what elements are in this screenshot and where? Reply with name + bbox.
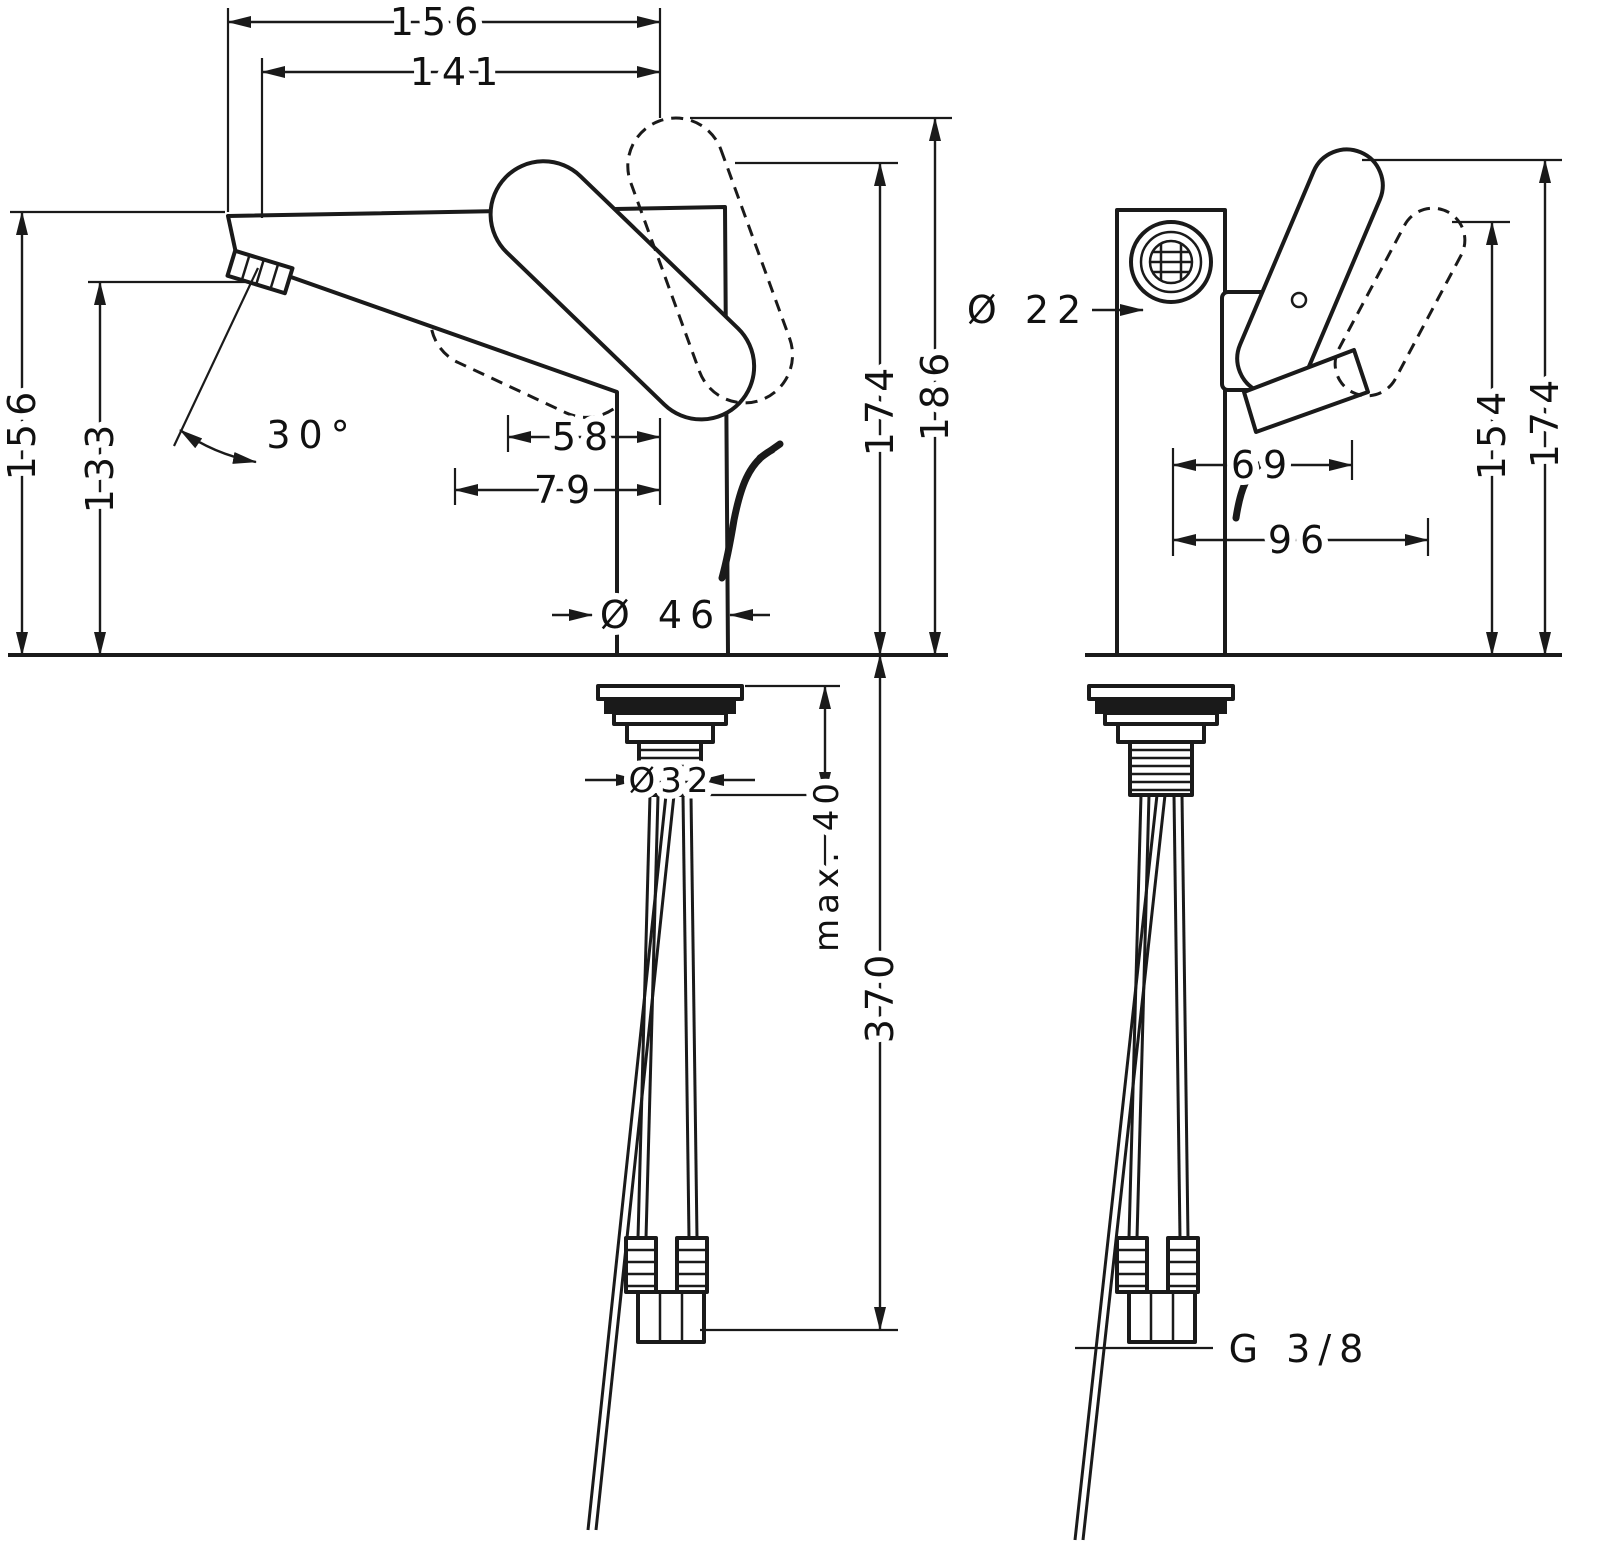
dim-label-height-174-side: 174 (858, 360, 902, 457)
side-view-underdeck (586, 684, 744, 1531)
dim-label-handle-offset: 69 (1231, 443, 1295, 487)
mounting-neck-front (1116, 722, 1206, 744)
gasket (604, 698, 736, 714)
dim-label-height-left: 156 (0, 384, 44, 481)
dim-label-connection-thread: G 3/8 (1229, 1327, 1372, 1371)
mounting-flange-front (1087, 684, 1235, 701)
dim-label-spout-angle: 30° (266, 413, 357, 457)
front-view-faucet (1115, 147, 1467, 657)
hose-connectors (624, 1236, 709, 1294)
dim-label-handle-width: 58 (552, 415, 616, 459)
handle-base-front (1242, 348, 1370, 434)
front-view-underdeck (1073, 684, 1235, 1541)
dim-label-height-186: 186 (913, 345, 957, 442)
dim-label-overall-width: 156 (390, 0, 487, 44)
dim-label-height-174-front: 174 (1523, 372, 1567, 469)
connection-nut (636, 1290, 706, 1344)
dim-label-height-154: 154 (1470, 384, 1514, 481)
supply-hoses-front (1073, 794, 1190, 1541)
angle-arc-30 (179, 429, 257, 464)
mounting-neck (625, 722, 715, 744)
dim-label-mounting-thickness: max. 40 (807, 778, 847, 952)
dim-label-shank-diameter: Ø32 (628, 761, 713, 801)
hose-connectors-front (1115, 1236, 1200, 1294)
dim-label-base-diameter: Ø 46 (600, 593, 722, 637)
dim-label-spout-reach: 141 (410, 50, 507, 94)
supply-hoses (586, 794, 699, 1531)
gasket-front (1095, 698, 1227, 714)
aerator-front (1129, 220, 1213, 304)
handle-screw-hole (1290, 291, 1308, 309)
dim-label-handle-swing: 96 (1268, 518, 1332, 562)
side-view-faucet (225, 116, 795, 657)
dim-label-outlet-height: 133 (78, 417, 122, 514)
shank-threads (639, 748, 701, 792)
handle-side (488, 159, 757, 422)
dimension-annotations: 156 141 156 133 30° 58 79 Ø 46 174 186 Ø… (0, 0, 1567, 1371)
drain-lever-tip-side (756, 440, 784, 462)
handle-front-dashed-outline (1333, 206, 1467, 398)
connection-nut-front (1127, 1290, 1197, 1344)
angle-leader-line (173, 267, 259, 447)
handle-raised-dashed-outline (626, 116, 795, 405)
shank-threads-front (1130, 748, 1192, 792)
mounting-flange (596, 684, 744, 701)
dim-label-handle-reach: 79 (534, 468, 598, 512)
dim-label-aerator-diameter: Ø 22 (967, 288, 1089, 332)
aerator-side (225, 248, 295, 296)
drain-lever-side (718, 446, 776, 582)
dim-label-hose-length: 370 (858, 947, 902, 1044)
